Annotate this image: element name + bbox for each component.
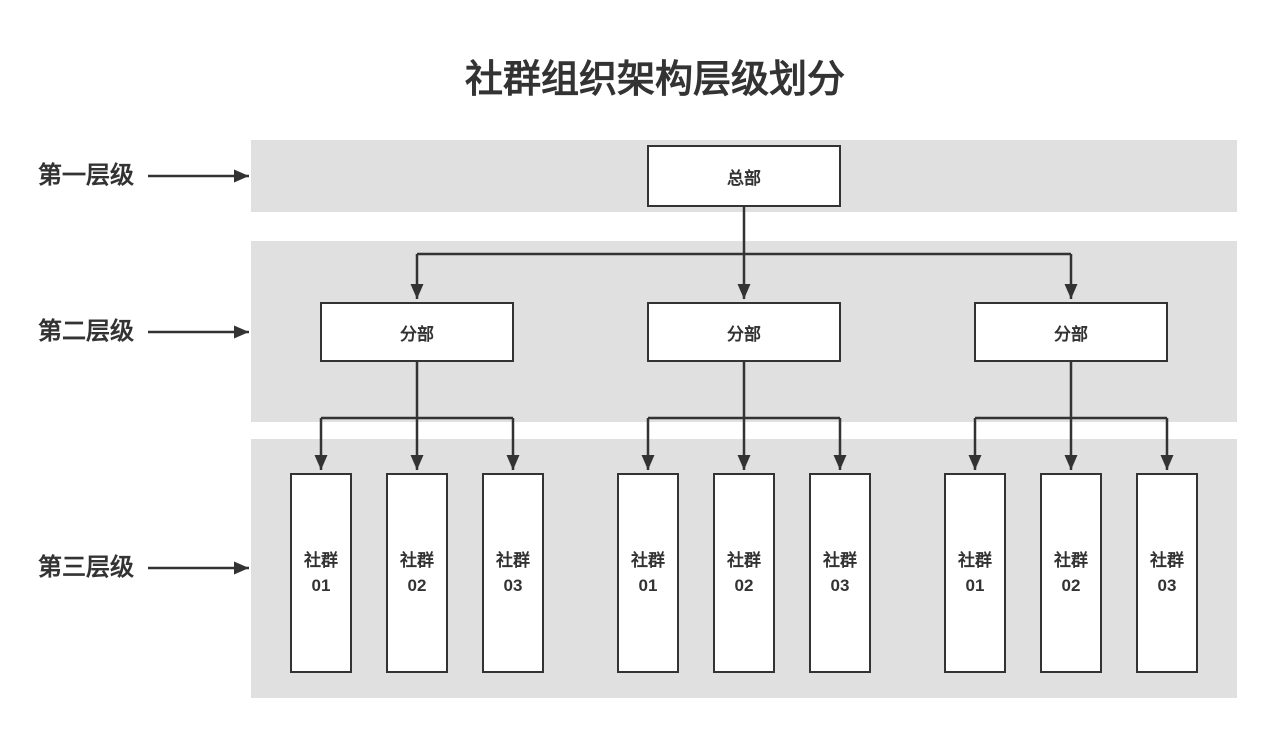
community-number: 03 [503, 576, 523, 595]
community-name: 社群 [958, 551, 992, 570]
community-number: 02 [734, 576, 754, 595]
community-node-1-3: 社群 03 [482, 473, 544, 673]
community-node-3-2: 社群 02 [1040, 473, 1102, 673]
community-node-2-2: 社群 02 [713, 473, 775, 673]
community-node-2-3: 社群 03 [809, 473, 871, 673]
community-name: 社群 [1150, 551, 1184, 570]
community-node-3-1: 社群 01 [944, 473, 1006, 673]
community-name: 社群 [727, 551, 761, 570]
community-number: 03 [1157, 576, 1177, 595]
level-1-label: 第一层级 [38, 162, 134, 189]
community-name: 社群 [631, 551, 665, 570]
headquarters-node: 总部 [647, 145, 841, 207]
community-number: 01 [965, 576, 985, 595]
community-name: 社群 [496, 551, 530, 570]
level-3-label: 第三层级 [38, 554, 134, 581]
community-name: 社群 [304, 551, 338, 570]
community-node-2-1: 社群 01 [617, 473, 679, 673]
branch-node-3: 分部 [974, 302, 1168, 362]
diagram-title: 社群组织架构层级划分 [464, 59, 846, 101]
community-number: 01 [638, 576, 658, 595]
community-name: 社群 [1054, 551, 1088, 570]
branch-node-2: 分部 [647, 302, 841, 362]
community-node-3-3: 社群 03 [1136, 473, 1198, 673]
community-number: 01 [311, 576, 331, 595]
community-number: 02 [1061, 576, 1081, 595]
level-2-label: 第二层级 [38, 318, 134, 345]
community-name: 社群 [400, 551, 434, 570]
community-number: 03 [830, 576, 850, 595]
community-name: 社群 [823, 551, 857, 570]
community-number: 02 [407, 576, 427, 595]
branch-node-1: 分部 [320, 302, 514, 362]
community-node-1-1: 社群 01 [290, 473, 352, 673]
community-node-1-2: 社群 02 [386, 473, 448, 673]
